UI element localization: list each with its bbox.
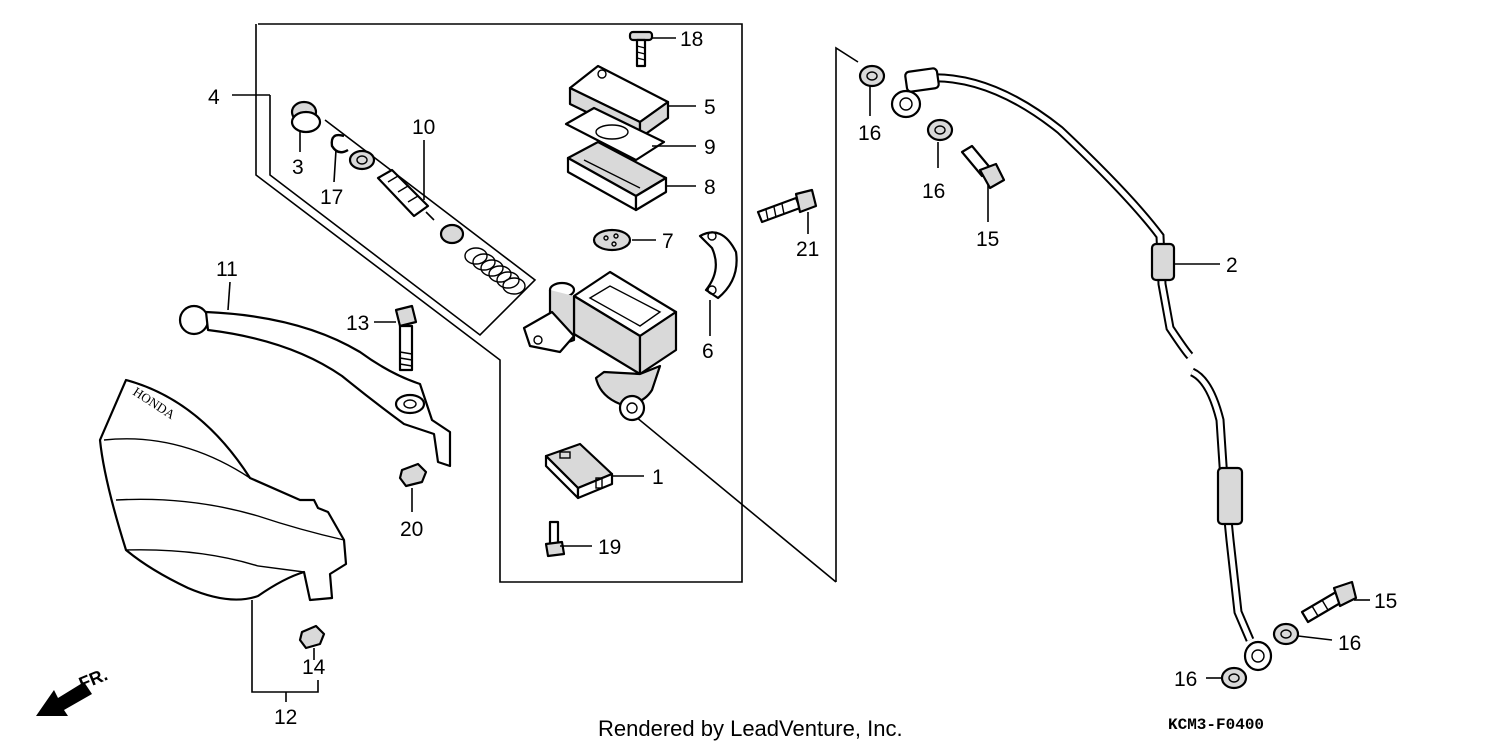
callout-21[interactable]: 21: [796, 238, 819, 261]
callout-11[interactable]: 11: [216, 258, 238, 281]
sealing-washer-16c[interactable]: [1272, 622, 1300, 646]
direction-label: FR.: [76, 664, 110, 693]
master-cylinder-body[interactable]: [522, 270, 678, 422]
callout-19[interactable]: 19: [598, 536, 621, 559]
callout-20[interactable]: 20: [400, 518, 423, 541]
handguard-12[interactable]: HONDA: [98, 378, 348, 602]
piston-set-10[interactable]: [376, 168, 526, 295]
float-7[interactable]: [592, 228, 632, 252]
callout-16d[interactable]: 16: [1174, 668, 1197, 691]
brake-lever-11[interactable]: [178, 304, 452, 468]
callout-15b[interactable]: 15: [1374, 590, 1397, 613]
brake-switch-1[interactable]: [544, 442, 614, 500]
callout-4[interactable]: 4: [208, 86, 220, 109]
callout-10[interactable]: 10: [412, 116, 435, 139]
brake-hose-2[interactable]: [890, 67, 1273, 672]
assembly-boundary: [232, 23, 859, 583]
callout-3[interactable]: 3: [292, 156, 304, 179]
callout-labels: 18 5 9 8 7 6 1 19 4 3 17 10 11 13 20 21 …: [208, 28, 1397, 729]
screw-19[interactable]: [544, 520, 566, 558]
screw-18[interactable]: [628, 30, 654, 68]
callout-7[interactable]: 7: [662, 230, 674, 253]
callout-18[interactable]: 18: [680, 28, 703, 51]
callout-5[interactable]: 5: [704, 96, 716, 119]
callout-8[interactable]: 8: [704, 176, 716, 199]
front-direction-arrow: FR.: [36, 664, 110, 716]
render-credit: Rendered by LeadVenture, Inc.: [598, 716, 903, 741]
callout-12[interactable]: 12: [274, 706, 297, 729]
callout-16c[interactable]: 16: [1338, 632, 1361, 655]
nut-14[interactable]: [298, 624, 326, 650]
holder-clamp-6[interactable]: [698, 231, 738, 300]
callout-2[interactable]: 2: [1226, 254, 1238, 277]
callout-6[interactable]: 6: [702, 340, 714, 363]
leader-lines: [227, 37, 1370, 702]
oil-bolt-15b[interactable]: [1300, 580, 1358, 624]
callout-15a[interactable]: 15: [976, 228, 999, 251]
oil-bolt-15a[interactable]: [960, 144, 1006, 190]
callout-16b[interactable]: 16: [922, 180, 945, 203]
pivot-bolt-13[interactable]: [394, 304, 418, 372]
circlip-17[interactable]: [330, 133, 349, 154]
sealing-washer-16d[interactable]: [1220, 666, 1248, 690]
sealing-washer-16a[interactable]: [858, 64, 886, 88]
callout-1[interactable]: 1: [652, 466, 664, 489]
callout-17[interactable]: 17: [320, 186, 343, 209]
sealing-washer-16b[interactable]: [926, 118, 954, 142]
bolt-21[interactable]: [756, 188, 818, 224]
nut-20[interactable]: [398, 462, 428, 488]
callout-13[interactable]: 13: [346, 312, 369, 335]
washer[interactable]: [348, 149, 376, 171]
diaphragm-8[interactable]: [566, 140, 668, 212]
boot-3[interactable]: [290, 100, 322, 134]
callout-9[interactable]: 9: [704, 136, 716, 159]
callout-16a[interactable]: 16: [858, 122, 881, 145]
callout-14[interactable]: 14: [302, 656, 326, 679]
diagram-code: KCM3-F0400: [1168, 716, 1265, 734]
diaphragm-plate-9[interactable]: [564, 106, 666, 162]
